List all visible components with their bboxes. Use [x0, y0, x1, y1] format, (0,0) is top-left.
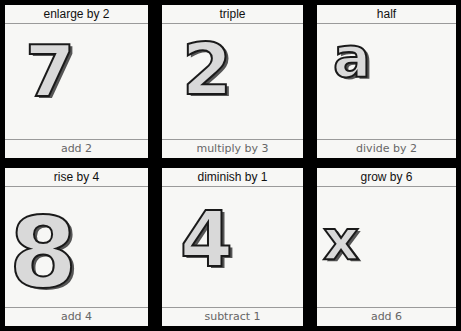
outlined-character: a — [333, 29, 371, 85]
card-panel: rise by 4 8 add 4 — [5, 168, 148, 326]
card-heading: rise by 4 — [5, 168, 148, 187]
card-heading: half — [317, 5, 456, 24]
handwritten-caption: add 6 — [317, 307, 456, 326]
card-heading: diminish by 1 — [162, 168, 303, 187]
outlined-character: x — [323, 212, 359, 268]
card-heading: grow by 6 — [317, 168, 456, 187]
card-panel: triple 2 multiply by 3 — [162, 5, 303, 158]
outlined-character: 2 — [182, 33, 232, 105]
card-panel: enlarge by 2 7 add 2 — [5, 5, 148, 158]
outlined-character: 7 — [25, 35, 75, 107]
card-heading: triple — [162, 5, 303, 24]
card-panel: half a divide by 2 — [317, 5, 456, 158]
handwritten-caption: subtract 1 — [162, 307, 303, 326]
outlined-character: 4 — [180, 202, 233, 278]
handwritten-caption: add 4 — [5, 307, 148, 326]
outlined-character: 8 — [9, 204, 77, 302]
handwritten-caption: add 2 — [5, 139, 148, 158]
card-panel: diminish by 1 4 subtract 1 — [162, 168, 303, 326]
handwritten-caption: divide by 2 — [317, 139, 456, 158]
card-heading: enlarge by 2 — [5, 5, 148, 24]
handwritten-caption: multiply by 3 — [162, 139, 303, 158]
card-panel: grow by 6 x add 6 — [317, 168, 456, 326]
